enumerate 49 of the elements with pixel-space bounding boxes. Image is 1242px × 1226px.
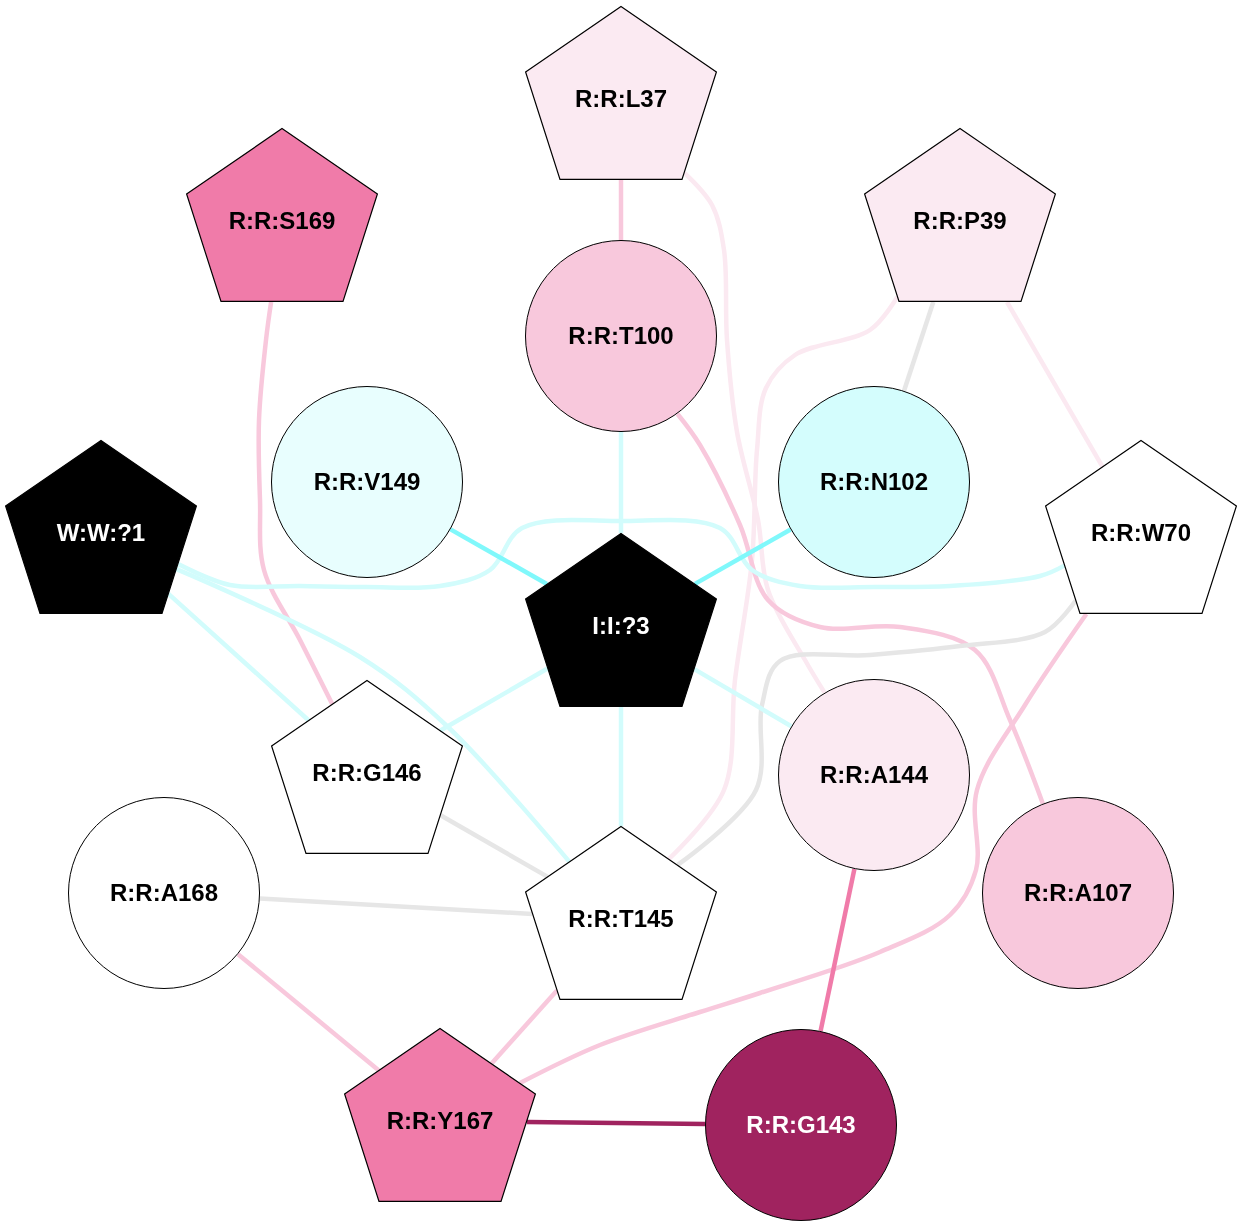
node-label: R:R:S169 [228, 207, 336, 235]
node-label: R:R:V149 [313, 467, 421, 496]
residue-pentagon [525, 6, 717, 180]
interaction-line [682, 171, 827, 694]
node-label: R:R:G146 [312, 759, 422, 787]
residue-pentagon [5, 440, 197, 614]
interaction-line [618, 180, 624, 240]
interaction-line [518, 612, 1089, 1085]
node-label: R:R:N102 [820, 467, 928, 496]
node-label: R:R:P39 [913, 207, 1007, 235]
interaction-line [667, 295, 900, 861]
residue-pentagon [1045, 440, 1237, 614]
node-label: R:R:A144 [820, 760, 928, 789]
residue-pentagon [864, 128, 1056, 302]
node-label: W:W:?1 [56, 519, 146, 547]
interaction-line [167, 592, 310, 722]
interaction-line [693, 667, 793, 729]
residue-pentagon [344, 1028, 536, 1202]
node-label: R:R:L37 [575, 85, 667, 113]
interaction-line [489, 989, 559, 1065]
interaction-line [618, 707, 624, 826]
node-label: R:R:A107 [1024, 878, 1132, 907]
interaction-line [901, 301, 936, 392]
interaction-line [618, 432, 624, 533]
interaction-line [439, 666, 549, 733]
node-label: R:R:G143 [746, 1110, 856, 1139]
interaction-line [818, 868, 857, 1032]
interaction-line [675, 412, 1045, 805]
interaction-line [1005, 300, 1105, 468]
node-label: R:R:W70 [1091, 519, 1191, 547]
node-label: I:I:?3 [592, 612, 650, 640]
interaction-line [175, 567, 571, 864]
interaction-line [177, 517, 1066, 591]
interaction-line [439, 813, 549, 879]
interaction-line [526, 1119, 706, 1127]
node-label: R:R:A168 [110, 878, 218, 907]
node-label: R:R:Y167 [386, 1107, 494, 1135]
residue-pentagon [525, 533, 717, 707]
residue-pentagon [525, 826, 717, 1000]
node-label: R:R:T100 [568, 321, 674, 350]
node-label: R:R:T145 [568, 905, 674, 933]
interaction-line [693, 527, 792, 586]
interaction-line [256, 301, 335, 705]
interaction-line [236, 952, 380, 1072]
interaction-line [259, 896, 533, 917]
interaction-line [676, 599, 1078, 867]
residue-pentagon [186, 128, 378, 302]
residue-pentagon [271, 680, 463, 854]
interaction-line [449, 527, 548, 586]
